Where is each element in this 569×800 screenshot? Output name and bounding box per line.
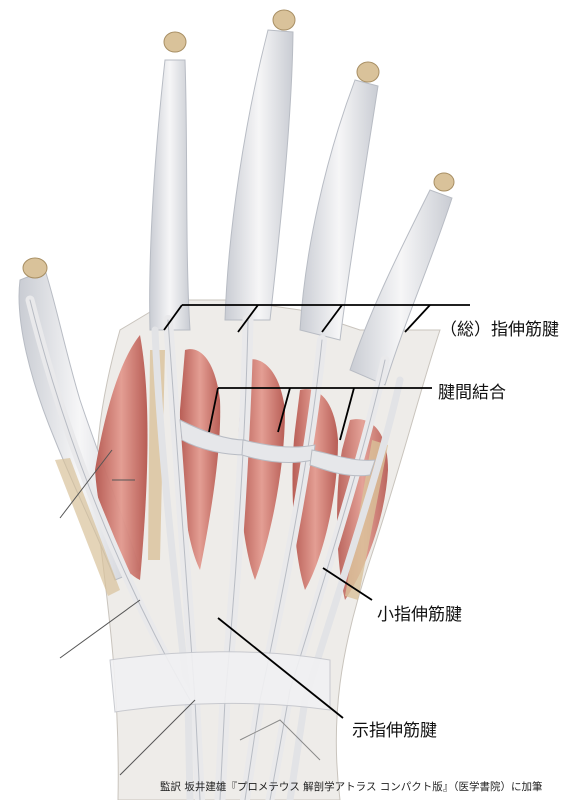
leader-little-finger-tendon [322, 567, 373, 601]
leader-intertendinous-1 [208, 387, 219, 433]
label-extensor-digitorum-tendons: （総）指伸筋腱 [440, 320, 559, 340]
index-finger [149, 31, 191, 331]
label-extensor-digiti-minimi-tendon: 小指伸筋腱 [377, 605, 462, 625]
source-credit: 監訳 坂井建雄『プロメテウス 解剖学アトラス コンパクト版』（医学書院）に加筆 [160, 781, 543, 793]
leader-extensor-digitorum-3 [321, 304, 343, 333]
ring-finger [299, 61, 380, 341]
leader-intertendinous-3 [339, 387, 355, 441]
leader-lines [163, 304, 470, 719]
leader-intertendinous-2 [277, 387, 291, 433]
leader-index-tendon [217, 617, 344, 719]
little-finger [349, 172, 455, 386]
label-intertendinous-connections: 腱間結合 [438, 383, 506, 403]
pointer-lines [59, 449, 196, 776]
extensor-retinaculum [109, 651, 331, 761]
middle-finger [224, 9, 296, 321]
leader-extensor-digitorum-4 [404, 304, 431, 333]
leader-extensor-digitorum-2 [237, 304, 259, 333]
intertendinous-connections-shapes [179, 419, 376, 477]
leader-extensor-digitorum-1 [163, 304, 183, 331]
label-extensor-indicis-tendon: 示指伸筋腱 [352, 721, 437, 741]
